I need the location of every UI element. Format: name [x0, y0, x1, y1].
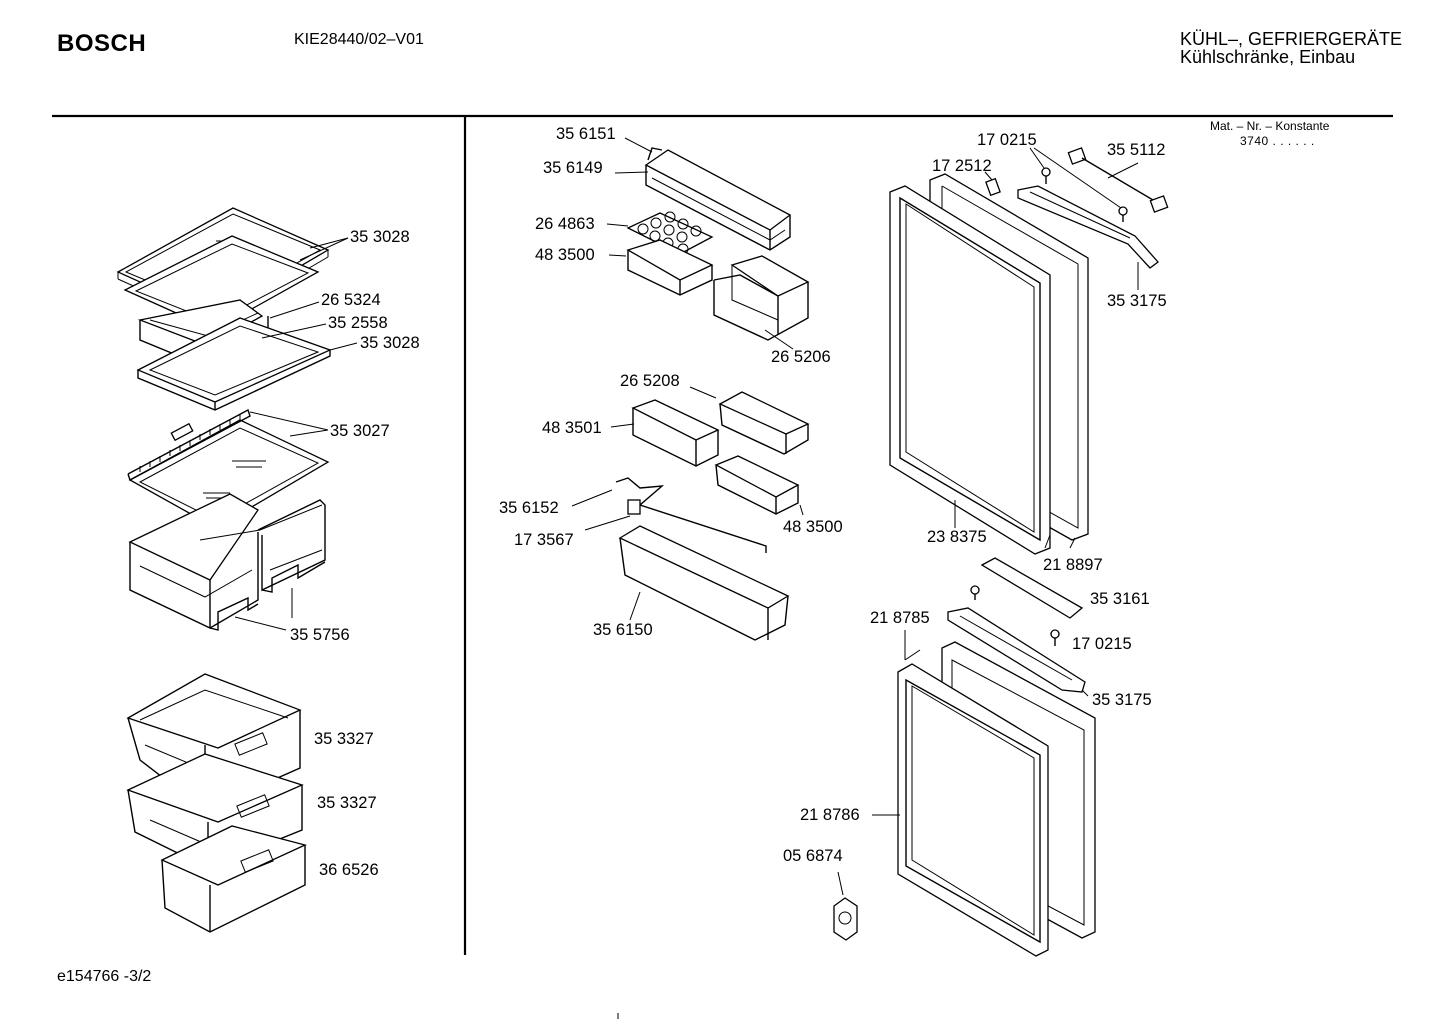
- door-bin-lower: [714, 455, 800, 515]
- part-label-356152: 35 6152: [499, 499, 559, 517]
- part-label-352558: 35 2558: [328, 314, 388, 332]
- part-label-172512: 17 2512: [932, 157, 992, 175]
- part-label-170215-top: 17 0215: [977, 131, 1037, 149]
- brand-logo: BOSCH: [57, 30, 147, 57]
- part-label-483500-bottom: 48 3500: [783, 518, 843, 536]
- part-label-356151: 35 6151: [556, 125, 616, 143]
- part-label-238375: 23 8375: [927, 528, 987, 546]
- screw-bottom: [970, 585, 1060, 646]
- part-label-353027: 35 3027: [330, 422, 390, 440]
- door-shelf-top: [644, 147, 792, 251]
- vegetable-bins: [128, 493, 326, 631]
- part-label-353327-b: 35 3327: [317, 794, 377, 812]
- part-label-483500-top: 48 3500: [535, 246, 595, 264]
- part-label-353028-mid: 35 3028: [360, 334, 420, 352]
- freezer-drawer-3: [160, 825, 307, 933]
- hinge-bracket-bottom: [947, 607, 1086, 693]
- part-label-356149: 35 6149: [543, 159, 603, 177]
- part-label-056874: 05 6874: [783, 847, 843, 865]
- small-door-bin-top: [626, 239, 714, 296]
- bottle-shelf: [618, 525, 790, 641]
- part-label-265324: 26 5324: [321, 291, 381, 309]
- category-title: KÜHL–, GEFRIERGERÄTE: [1180, 29, 1403, 49]
- part-label-264863: 26 4863: [535, 215, 595, 233]
- temperature-knob: [833, 897, 858, 941]
- freezer-door-gasket: [897, 663, 1049, 957]
- part-label-353175-bottom: 35 3175: [1092, 691, 1152, 709]
- part-label-483501: 48 3501: [542, 419, 602, 437]
- part-label-218897: 21 8897: [1043, 556, 1103, 574]
- part-label-366526: 36 6526: [319, 861, 379, 879]
- bottle-retainer: [615, 477, 767, 553]
- cable-harness: [1067, 147, 1169, 213]
- material-number-label: Mat. – Nr. – Konstante: [1210, 119, 1330, 133]
- part-label-353028-top: 35 3028: [350, 228, 410, 246]
- cover-strip: [980, 557, 1084, 619]
- category-subtitle: Kühlschränke, Einbau: [1180, 47, 1356, 67]
- part-label-265206: 26 5206: [771, 348, 831, 366]
- screw-top: [1041, 167, 1128, 222]
- material-number-value: 3740 . . . . . .: [1240, 134, 1315, 148]
- glass-shelf-middle: [136, 317, 332, 411]
- part-label-353327-a: 35 3327: [314, 730, 374, 748]
- glass-shelf-rail: [127, 408, 330, 529]
- fridge-door-gasket: [889, 185, 1051, 555]
- part-label-353161: 35 3161: [1090, 590, 1150, 608]
- part-label-173567: 17 3567: [514, 531, 574, 549]
- part-label-356150: 35 6150: [593, 621, 653, 639]
- door-bin-right: [718, 391, 810, 455]
- part-label-218786: 21 8786: [800, 806, 860, 824]
- part-label-265208: 26 5208: [620, 372, 680, 390]
- drawing-id: e154766 -3/2: [57, 968, 152, 985]
- part-label-218785: 21 8785: [870, 609, 930, 627]
- part-label-353175-top: 35 3175: [1107, 292, 1167, 310]
- model-number: KIE28440/02–V01: [294, 31, 424, 48]
- hinge-bracket-top: [985, 177, 1159, 269]
- part-label-355756: 35 5756: [290, 626, 350, 644]
- dairy-compartment: [713, 255, 810, 341]
- part-label-170215-bottom: 17 0215: [1072, 635, 1132, 653]
- door-bin-left: [631, 399, 720, 467]
- part-label-355112: 35 5112: [1107, 141, 1166, 159]
